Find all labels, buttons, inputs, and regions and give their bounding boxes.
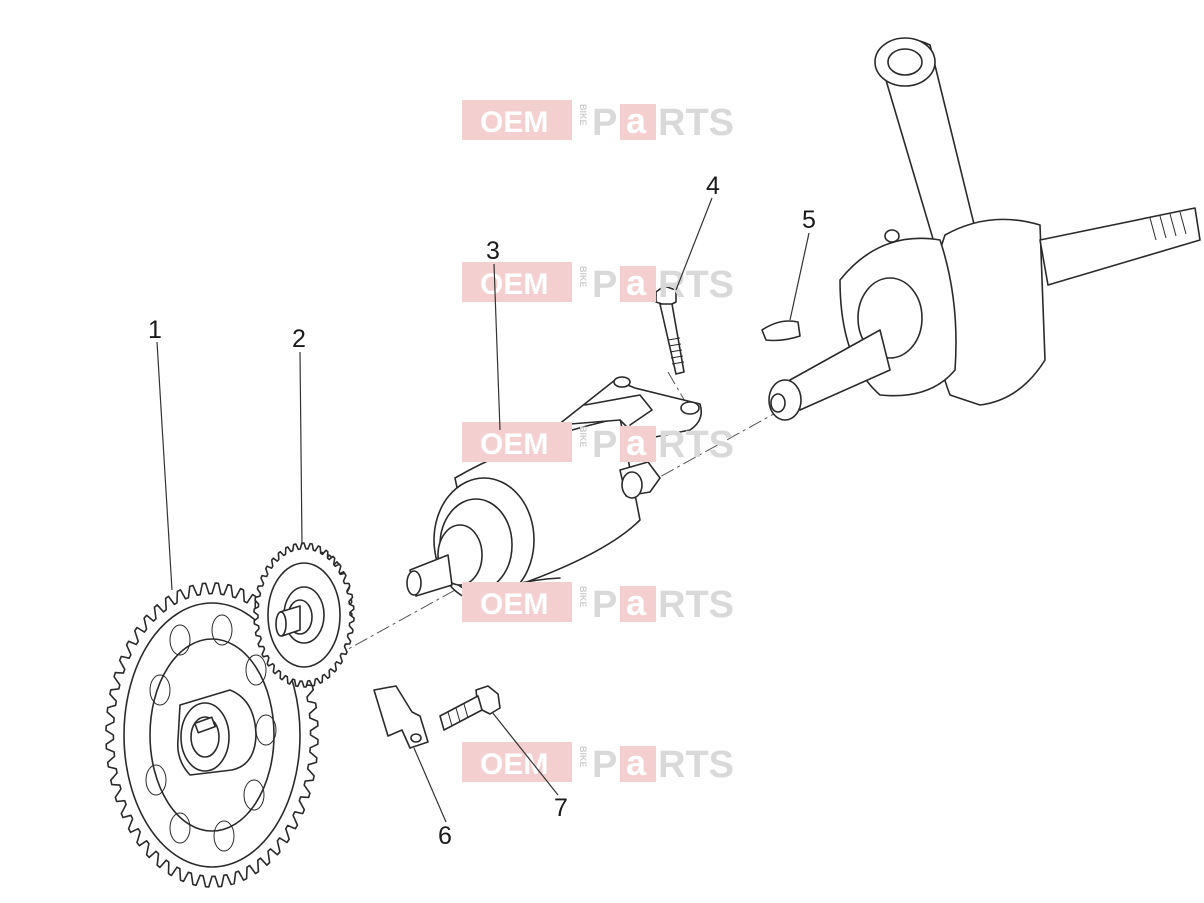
watermark-rts-text: RTS (658, 264, 734, 306)
part-5-woodruff-key (761, 320, 801, 342)
watermark-a-text: a (626, 742, 647, 783)
part-7-bolt (439, 685, 501, 731)
part-1-ring-gear (105, 582, 319, 888)
watermark-a-box (620, 266, 656, 302)
watermark-row: OEM BIKE P a RTS OEM BIKE P a RTS OEM BI… (462, 100, 734, 786)
watermark-p-text: P (592, 102, 617, 144)
watermark-oem-text: OEM (480, 428, 548, 461)
watermark-a-text: a (626, 422, 647, 463)
watermark-rts-text: RTS (658, 584, 734, 626)
watermark-rts-text: RTS (658, 744, 734, 786)
watermark-a-text: a (626, 582, 647, 623)
callout-6[interactable]: 6 (438, 822, 452, 850)
leader-line-4 (675, 197, 713, 291)
watermark-p-text: P (592, 424, 617, 466)
callout-1[interactable]: 1 (148, 316, 162, 344)
watermark-p-text: P (592, 744, 617, 786)
watermark-bike-text: BIKE (578, 746, 588, 768)
watermark-oem-text: OEM (480, 268, 548, 301)
watermark-bike-text: BIKE (578, 104, 588, 126)
watermark-bike-text: BIKE (578, 266, 588, 288)
callout-2[interactable]: 2 (292, 325, 306, 353)
leader-line-3 (493, 263, 501, 431)
watermark-oem-text: OEM (480, 106, 548, 139)
watermark-2: OEM BIKE P a RTS (462, 262, 734, 306)
watermark-oem-box (462, 422, 572, 462)
watermark-oem-box (462, 742, 572, 782)
watermark-rts-text: RTS (658, 102, 734, 144)
watermark-oem-text: OEM (480, 588, 548, 621)
leader-line-6 (413, 747, 447, 823)
watermark-a-box (620, 586, 656, 622)
part-3-starter-motor (406, 376, 703, 603)
watermark-p-text: P (592, 584, 617, 626)
watermark-a-text: a (626, 100, 647, 141)
assembly-axis (179, 404, 791, 743)
watermark-p-text: P (592, 264, 617, 306)
callout-5[interactable]: 5 (802, 206, 816, 234)
watermark-oem-box (462, 262, 572, 302)
watermark-1: OEM BIKE P a RTS (462, 100, 734, 144)
watermark-a-box (620, 104, 656, 140)
part-6-bracket (373, 685, 429, 749)
leader-line-5 (789, 232, 810, 321)
callout-4[interactable]: 4 (706, 172, 720, 200)
leader-line-2 (299, 351, 303, 546)
crankshaft-assembly (768, 37, 1201, 421)
leader-line-1 (156, 341, 173, 591)
watermark-bike-text: BIKE (578, 426, 588, 448)
watermark-a-box (620, 426, 656, 462)
watermark-5: OEM BIKE P a RTS (462, 742, 734, 786)
part-2-intermediate-gear (253, 542, 355, 688)
watermark-a-text: a (626, 262, 647, 303)
watermark-a-box (620, 746, 656, 782)
watermark-oem-box (462, 100, 572, 140)
watermark-bike-text: BIKE (578, 586, 588, 608)
watermark-rts-text: RTS (658, 424, 734, 466)
callout-3[interactable]: 3 (486, 237, 500, 265)
callout-7[interactable]: 7 (554, 794, 568, 822)
watermark-3: OEM BIKE P a RTS (462, 422, 734, 466)
part-4-bolt (655, 285, 685, 375)
watermark-oem-box (462, 582, 572, 622)
leader-line-7 (491, 711, 559, 796)
watermark-4: OEM BIKE P a RTS (462, 582, 734, 626)
watermark-oem-text: OEM (480, 748, 548, 781)
